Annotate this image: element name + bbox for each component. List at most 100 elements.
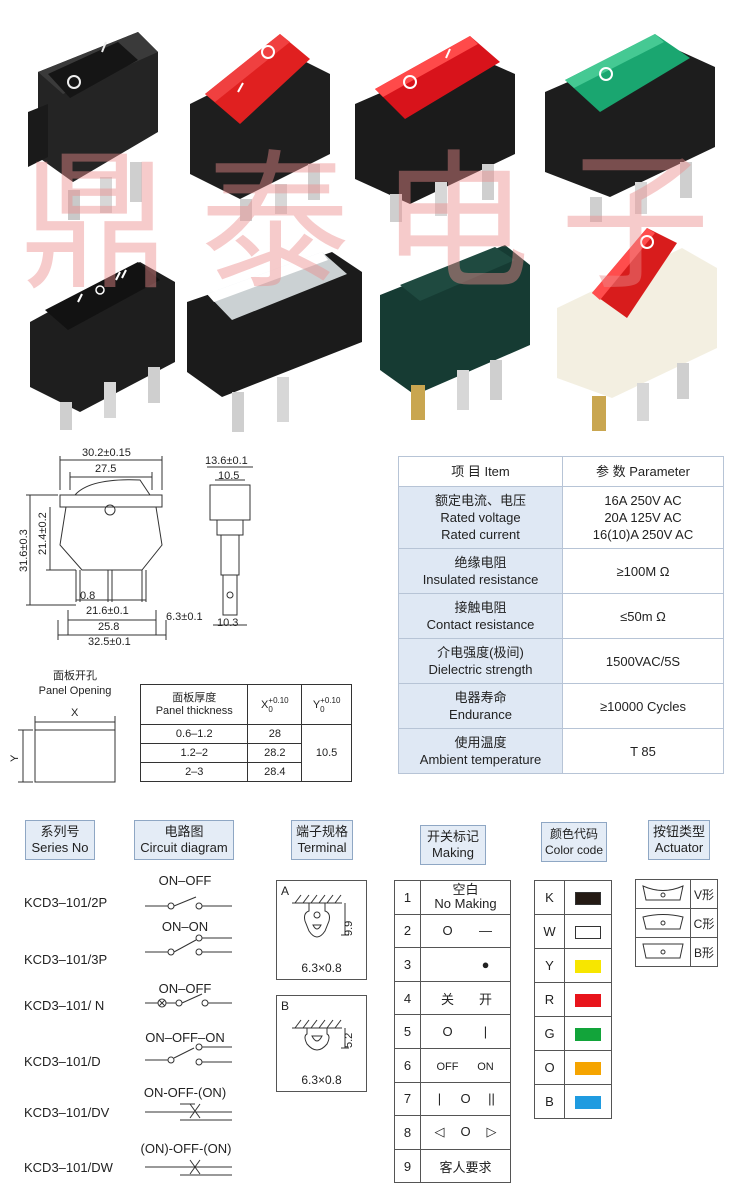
param-value: 16A 250V AC xyxy=(604,493,682,508)
panel-thickness-header: 面板厚度 Panel thickness xyxy=(139,684,249,725)
dim-pin-span: 21.6±0.1 xyxy=(86,605,129,617)
terminal-a-dim: 9.9 xyxy=(343,920,355,936)
making-symbol: ON xyxy=(477,1060,494,1073)
front-view-drawing xyxy=(26,456,167,640)
making-header-en: Making xyxy=(432,845,474,860)
dim-height-body: 21.4±0.2 xyxy=(37,512,49,555)
actuator-shape-cell xyxy=(635,879,691,909)
making-text: No Making xyxy=(434,896,497,912)
switch-photo-transparent-cover xyxy=(187,252,362,432)
switch-photo-red-illuminated xyxy=(355,36,515,222)
making-cell: 客人要求 xyxy=(420,1148,511,1184)
switch-photo-dark-green xyxy=(380,245,530,420)
param-row-label: 额定电流、电压 Rated voltage Rated current xyxy=(398,486,563,549)
panel-x-cell: 28.2 xyxy=(247,743,303,763)
making-symbol: | xyxy=(483,1024,488,1040)
color-swatch-cell xyxy=(564,1084,612,1119)
making-cell: |O|| xyxy=(420,1081,511,1117)
making-symbol: O xyxy=(460,1091,471,1107)
actuator-shape-cell xyxy=(635,937,691,967)
making-number: 8 xyxy=(394,1115,421,1150)
making-header: 开关标记 Making xyxy=(420,825,486,865)
param-label-cn: 电器寿命 xyxy=(454,690,507,705)
making-cell: ● xyxy=(420,947,511,982)
param-value: 20A 125V AC xyxy=(604,510,682,525)
series-item: KCD3–101/ N xyxy=(24,998,105,1013)
param-label-en: Insulated resistance xyxy=(422,572,539,587)
panel-x-cell: 28.4 xyxy=(247,762,303,782)
color-swatch-orange xyxy=(575,1062,601,1076)
param-value: ≤50m Ω xyxy=(562,593,724,639)
color-header-cn: 颜色代码 xyxy=(549,827,598,841)
color-code-letter: W xyxy=(534,914,565,949)
making-symbol: O xyxy=(460,1124,471,1140)
series-item: KCD3–101/3P xyxy=(24,952,108,967)
terminal-a-size: 6.3×0.8 xyxy=(301,961,342,975)
terminal-header-en: Terminal xyxy=(297,840,347,855)
color-code-letter: Y xyxy=(534,948,565,983)
making-number: 6 xyxy=(394,1047,421,1083)
making-symbol: ▷ xyxy=(486,1124,497,1140)
making-cell: ◁ O ▷ xyxy=(420,1115,511,1150)
param-row-label: 绝缘电阻 Insulated resistance xyxy=(398,548,563,594)
switch-photo-red xyxy=(190,34,330,221)
dim-side-inner: 10.5 xyxy=(218,470,240,482)
panel-y-header-label: Y xyxy=(312,698,321,711)
making-symbol: 开 xyxy=(478,991,492,1007)
panel-opening-title-en: Panel Opening xyxy=(38,685,112,697)
making-number: 9 xyxy=(394,1148,421,1184)
color-swatch-cell xyxy=(564,948,612,983)
making-symbol: O xyxy=(442,1024,453,1040)
tolerance-sub: 0 xyxy=(320,704,325,714)
panel-thickness-cell: 1.2–2 xyxy=(139,743,249,763)
param-label-en: Endurance xyxy=(449,707,512,722)
series-header-en: Series No xyxy=(31,840,89,855)
circuit-header-cn: 电路图 xyxy=(164,824,204,839)
actuator-v-icon xyxy=(642,884,684,900)
series-header-cn: 系列号 xyxy=(40,824,80,839)
panel-opening-title-cn: 面板开孔 xyxy=(53,670,97,682)
series-item: KCD3–101/2P xyxy=(24,895,108,910)
making-symbol: OFF xyxy=(436,1060,459,1073)
circuit-label: (ON)-OFF-(ON) xyxy=(140,1141,232,1156)
making-text: 空白 xyxy=(452,882,479,898)
circuit-header-en: Circuit diagram xyxy=(140,840,228,855)
terminal-b-label: B xyxy=(281,999,290,1013)
switch-photo-cream-red xyxy=(557,228,717,431)
dim-side-bottom: 10.3 xyxy=(217,617,239,629)
color-code-letter: R xyxy=(534,982,565,1017)
making-cell: OFF ON xyxy=(420,1047,511,1083)
param-label-cn: 使用温度 xyxy=(454,735,507,750)
tolerance-sup: +0.10 xyxy=(268,695,289,705)
actuator-c-icon xyxy=(642,913,684,929)
terminal-b-size: 6.3×0.8 xyxy=(301,1073,342,1087)
color-swatch-cell xyxy=(564,982,612,1017)
color-swatch-blue xyxy=(575,1096,601,1110)
param-label-en: Rated current xyxy=(441,527,520,542)
param-label-en: Rated voltage xyxy=(440,510,521,525)
param-label-cn: 绝缘电阻 xyxy=(454,555,507,570)
tolerance-sup: +0.10 xyxy=(320,695,341,705)
terminal-a-drawing xyxy=(292,894,349,938)
making-cell: O— xyxy=(420,913,511,949)
dim-width-outer: 30.2±0.15 xyxy=(82,447,131,459)
actuator-header-en: Actuator xyxy=(654,840,704,855)
making-number: 5 xyxy=(394,1014,421,1049)
making-symbol: ◁ xyxy=(434,1124,445,1140)
making-number: 4 xyxy=(394,980,421,1016)
making-number: 7 xyxy=(394,1081,421,1117)
color-swatch-white xyxy=(575,926,601,940)
param-row-value: 16A 250V AC 20A 125V AC 16(10)A 250V AC xyxy=(562,486,724,549)
making-symbol: || xyxy=(488,1091,495,1107)
panel-thickness-cell: 0.6–1.2 xyxy=(139,724,249,744)
series-header: 系列号 Series No xyxy=(25,820,95,860)
color-code-table: K W Y R G O B xyxy=(534,880,612,1119)
series-item: KCD3–101/D xyxy=(24,1054,101,1069)
panel-y-cell: 10.5 xyxy=(301,724,352,782)
circuit-label: ON–ON xyxy=(161,919,209,934)
